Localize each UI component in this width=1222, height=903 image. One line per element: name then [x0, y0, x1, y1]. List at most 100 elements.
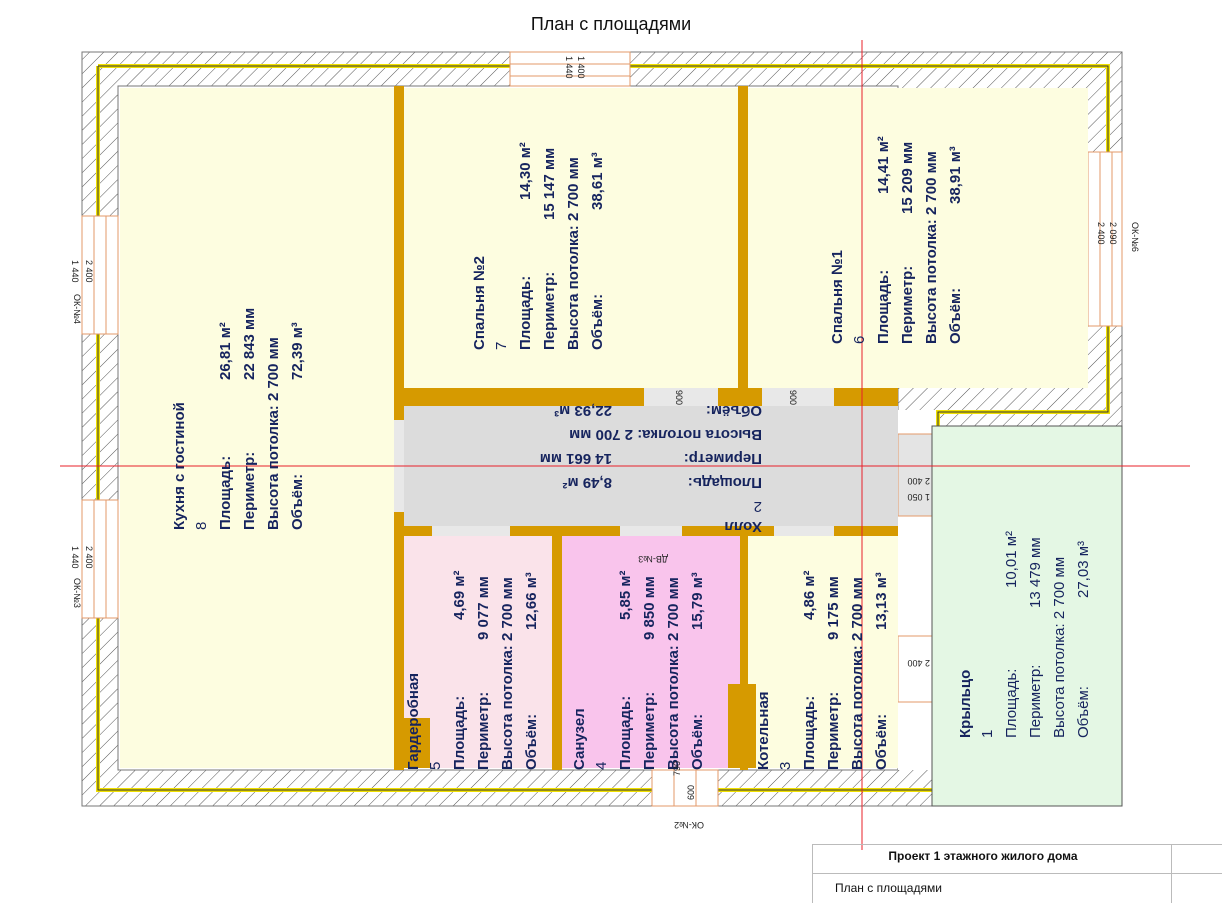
svg-text:26,81 м²: 26,81 м²: [217, 322, 234, 380]
window-top: [509, 51, 631, 87]
fixture-boiler: [728, 684, 756, 768]
window-ok3: [81, 499, 119, 619]
svg-text:Объём:: Объём:: [1075, 686, 1092, 738]
svg-text:13 479 мм: 13 479 мм: [1027, 537, 1044, 608]
svg-text:13,13 м³: 13,13 м³: [873, 572, 890, 630]
svg-text:Высота потолка: 2 700 мм: Высота потолка: 2 700 мм: [1051, 557, 1068, 738]
svg-text:1 440: 1 440: [564, 56, 574, 79]
svg-text:Кухня с гостиной: Кухня с гостиной: [171, 402, 188, 530]
room-bedroom-1: [748, 88, 1088, 388]
svg-text:72,39 м³: 72,39 м³: [289, 322, 306, 380]
svg-text:Площадь:: Площадь:: [617, 696, 634, 770]
svg-text:Периметр:: Периметр:: [541, 272, 558, 350]
svg-text:15 147 мм: 15 147 мм: [541, 148, 558, 220]
svg-text:7: 7: [493, 342, 510, 350]
title-block-sheet: План с площадями: [835, 881, 942, 895]
svg-text:2 400: 2 400: [907, 476, 930, 486]
door-porch: [897, 433, 939, 517]
window-ok6: [1087, 151, 1123, 327]
label-bedroom-2: Спальня №2 7 Площадь: Периметр: Высота п…: [471, 142, 606, 350]
svg-text:Площадь:: Площадь:: [517, 276, 534, 350]
dim-ok3: 2 400 1 440: [70, 546, 94, 569]
tag-ok4: ОК-№4: [72, 294, 82, 324]
svg-text:5,85 м²: 5,85 м²: [617, 571, 634, 620]
svg-text:1 440: 1 440: [70, 260, 80, 283]
svg-text:Котельная: Котельная: [755, 691, 772, 770]
svg-text:12,66 м³: 12,66 м³: [523, 572, 540, 630]
svg-text:1: 1: [979, 730, 996, 738]
dim-ok2: 790 600: [672, 761, 696, 800]
svg-text:1 440: 1 440: [70, 546, 80, 569]
svg-text:2 400: 2 400: [84, 546, 94, 569]
tag-ok2: ОК-№2: [674, 820, 704, 830]
svg-text:2 400: 2 400: [907, 658, 930, 668]
svg-text:14 661 мм: 14 661 мм: [540, 450, 612, 467]
svg-text:5: 5: [427, 762, 444, 770]
label-kitchen: Кухня с гостиной 8 Площадь: Периметр: Вы…: [171, 308, 306, 530]
svg-text:790: 790: [672, 761, 682, 776]
svg-text:Высота потолка: 2 700 мм: Высота потолка: 2 700 мм: [265, 337, 282, 530]
svg-text:3: 3: [777, 762, 794, 770]
insulation-line-dark: [97, 65, 1109, 791]
svg-text:9 175 мм: 9 175 мм: [825, 576, 842, 640]
svg-text:14,41 м²: 14,41 м²: [875, 136, 892, 194]
svg-text:900: 900: [674, 390, 684, 405]
svg-text:2: 2: [754, 498, 762, 515]
svg-text:Периметр:: Периметр:: [899, 266, 916, 344]
drawing-title: План с площадями: [530, 14, 692, 34]
svg-text:8: 8: [193, 522, 210, 530]
partition-v2: [738, 86, 748, 388]
svg-text:8,49 м²: 8,49 м²: [563, 474, 612, 491]
svg-text:Высота потолка: 2 700 мм: Высота потолка: 2 700 мм: [499, 577, 516, 770]
svg-text:Периметр:: Периметр:: [825, 692, 842, 770]
svg-text:Периметр:: Периметр:: [241, 452, 258, 530]
label-bedroom-1: Спальня №1 6 Площадь: Периметр: Высота п…: [829, 136, 964, 344]
svg-text:Периметр:: Периметр:: [641, 692, 658, 770]
svg-text:Высота потолка: 2 700 мм: Высота потолка: 2 700 мм: [569, 426, 762, 443]
dim-ok4: 2 400 1 440: [70, 260, 94, 283]
dim-bed1-door: 900: [788, 390, 798, 405]
partition-v3: [552, 536, 562, 770]
svg-text:Гардеробная: Гардеробная: [405, 673, 422, 770]
svg-text:Площадь:: Площадь:: [451, 696, 468, 770]
svg-text:Санузел: Санузел: [571, 708, 588, 770]
svg-text:Высота потолка: 2 700 мм: Высота потолка: 2 700 мм: [665, 577, 682, 770]
window-ok4: [81, 215, 119, 335]
dim-ok6: 2 400 2 090: [1096, 222, 1118, 245]
svg-text:ДВ-№3: ДВ-№3: [638, 554, 668, 564]
dim-bed2-door: 900: [674, 390, 684, 405]
label-porch: Крыльцо 1 Площадь: Периметр: Высота пото…: [957, 531, 1092, 738]
svg-text:Спальня №1: Спальня №1: [829, 250, 846, 344]
svg-text:ОК-№4: ОК-№4: [72, 294, 82, 324]
fixture-wardrobe: [400, 718, 430, 768]
room-kitchen: [120, 88, 394, 768]
partition-v4: [740, 536, 748, 770]
svg-text:4,86 м²: 4,86 м²: [801, 571, 818, 620]
svg-text:ОК-№6: ОК-№6: [1130, 222, 1140, 252]
tag-ok3: ОК-№3: [72, 578, 82, 608]
svg-text:4: 4: [593, 762, 610, 770]
svg-text:38,91 м³: 38,91 м³: [947, 146, 964, 204]
svg-text:1 050: 1 050: [907, 492, 930, 502]
svg-text:Объём:: Объём:: [589, 294, 606, 350]
svg-text:Периметр:: Периметр:: [475, 692, 492, 770]
door-boiler: [774, 526, 834, 536]
window-ok2: [651, 769, 719, 807]
room-porch: [931, 425, 1123, 807]
svg-text:ОК-№3: ОК-№3: [72, 578, 82, 608]
svg-text:15 209 мм: 15 209 мм: [899, 142, 916, 214]
svg-text:2 400: 2 400: [84, 260, 94, 283]
svg-text:9 077 мм: 9 077 мм: [475, 576, 492, 640]
dim-porch-door: 2 400 1 050: [907, 476, 930, 502]
svg-text:6: 6: [851, 336, 868, 344]
svg-text:15,79 м³: 15,79 м³: [689, 572, 706, 630]
door-wardrobe: [432, 526, 510, 536]
dim-porch-door-2: 2 400: [907, 658, 930, 668]
svg-text:Площадь:: Площадь:: [801, 696, 818, 770]
svg-text:Периметр:: Периметр:: [1027, 665, 1044, 738]
svg-text:Объём:: Объём:: [947, 288, 964, 344]
door-bed1: [762, 388, 834, 406]
label-boiler: Котельная 3 Площадь: Периметр: Высота по…: [755, 571, 890, 770]
dim-top: 1 440 1 400: [564, 56, 586, 79]
svg-text:2 090: 2 090: [1108, 222, 1118, 245]
